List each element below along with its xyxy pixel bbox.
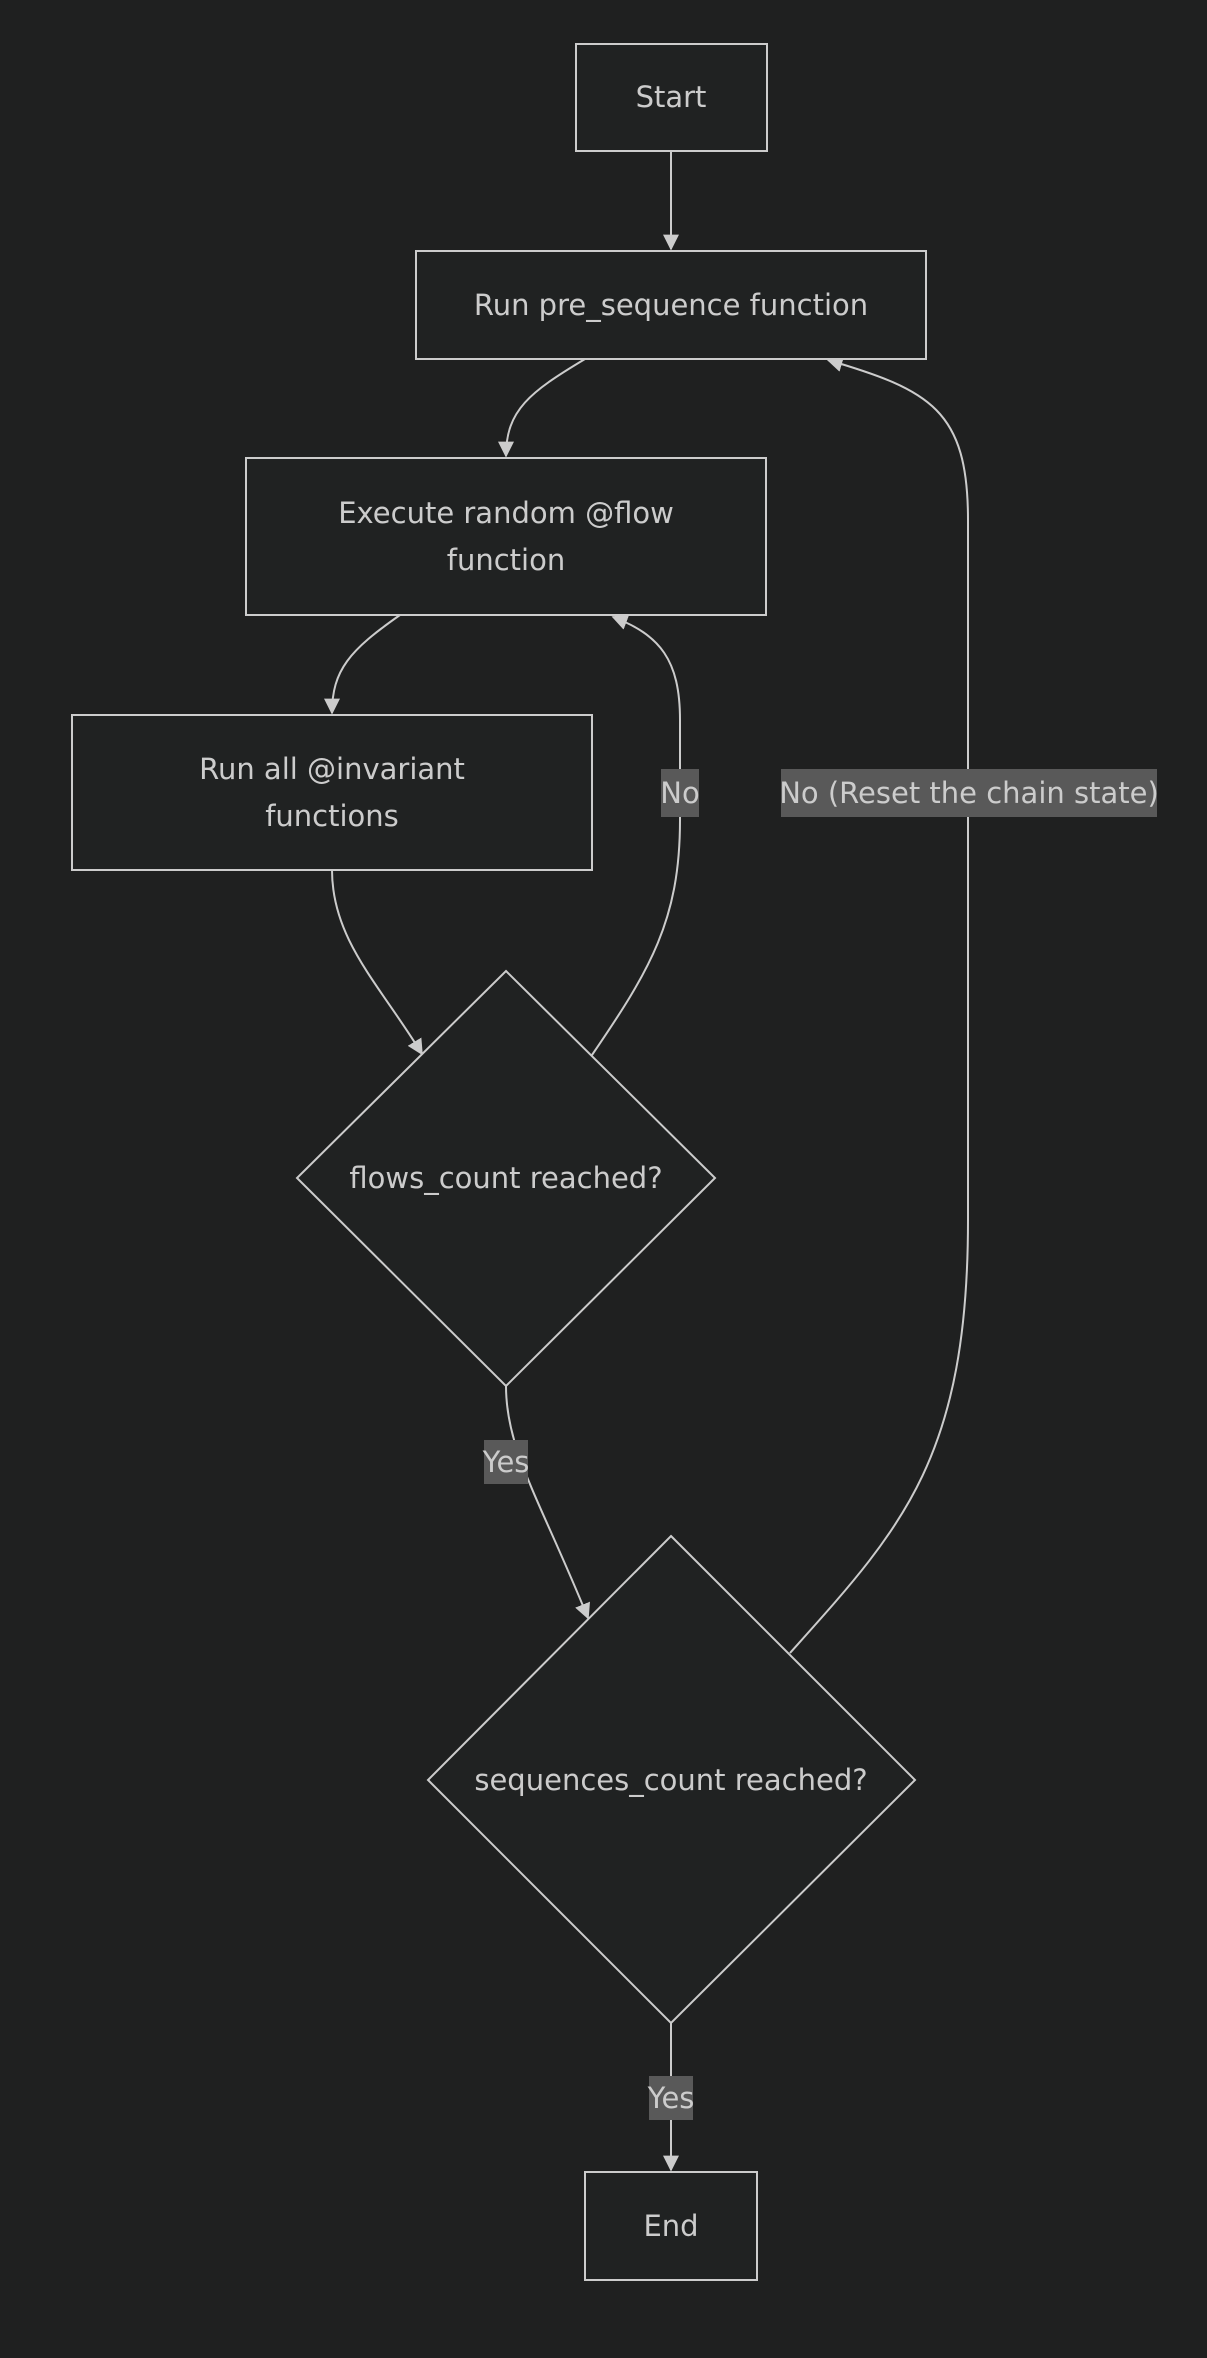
edge-pre-sequence-to-execute bbox=[498, 358, 586, 458]
node-execute-flow: Execute random @flow function bbox=[245, 457, 767, 616]
node-invariants-line2: functions bbox=[265, 799, 399, 833]
edge-execute-to-invariants bbox=[324, 614, 401, 715]
node-invariants: Run all @invariant functions bbox=[71, 714, 593, 871]
node-pre-sequence: Run pre_sequence function bbox=[415, 250, 927, 360]
node-sequences-check: sequences_count reached? bbox=[426, 1534, 917, 2025]
edge-label-sequences-yes: Yes bbox=[647, 2076, 695, 2120]
edge-flows-yes-to-sequences bbox=[505, 1385, 590, 1620]
node-execute-flow-line2: function bbox=[447, 543, 565, 577]
node-end: End bbox=[584, 2171, 758, 2281]
node-pre-sequence-label: Run pre_sequence function bbox=[474, 288, 868, 322]
node-sequences-check-label: sequences_count reached? bbox=[474, 1763, 867, 1797]
edge-label-flows-yes: Yes bbox=[482, 1440, 530, 1484]
node-end-label: End bbox=[643, 2209, 698, 2243]
node-execute-flow-line1: Execute random @flow bbox=[338, 496, 674, 530]
edge-invariants-to-flows-check bbox=[331, 869, 423, 1056]
node-start: Start bbox=[575, 43, 768, 152]
svg-text:No: No bbox=[660, 776, 699, 810]
edge-sequences-no-to-pre-sequence bbox=[789, 356, 969, 1654]
node-start-label: Start bbox=[636, 80, 707, 114]
edge-label-flows-no: No bbox=[660, 769, 700, 817]
edge-flows-no-to-execute bbox=[591, 614, 681, 1056]
edge-label-sequences-no: No (Reset the chain state) bbox=[779, 769, 1159, 817]
node-invariants-line1: Run all @invariant bbox=[199, 752, 465, 786]
node-flows-check: flows_count reached? bbox=[295, 969, 717, 1388]
svg-text:Yes: Yes bbox=[482, 1445, 530, 1479]
node-flows-check-label: flows_count reached? bbox=[349, 1161, 662, 1195]
svg-text:Yes: Yes bbox=[647, 2081, 695, 2115]
svg-text:No (Reset the chain state): No (Reset the chain state) bbox=[779, 776, 1159, 810]
